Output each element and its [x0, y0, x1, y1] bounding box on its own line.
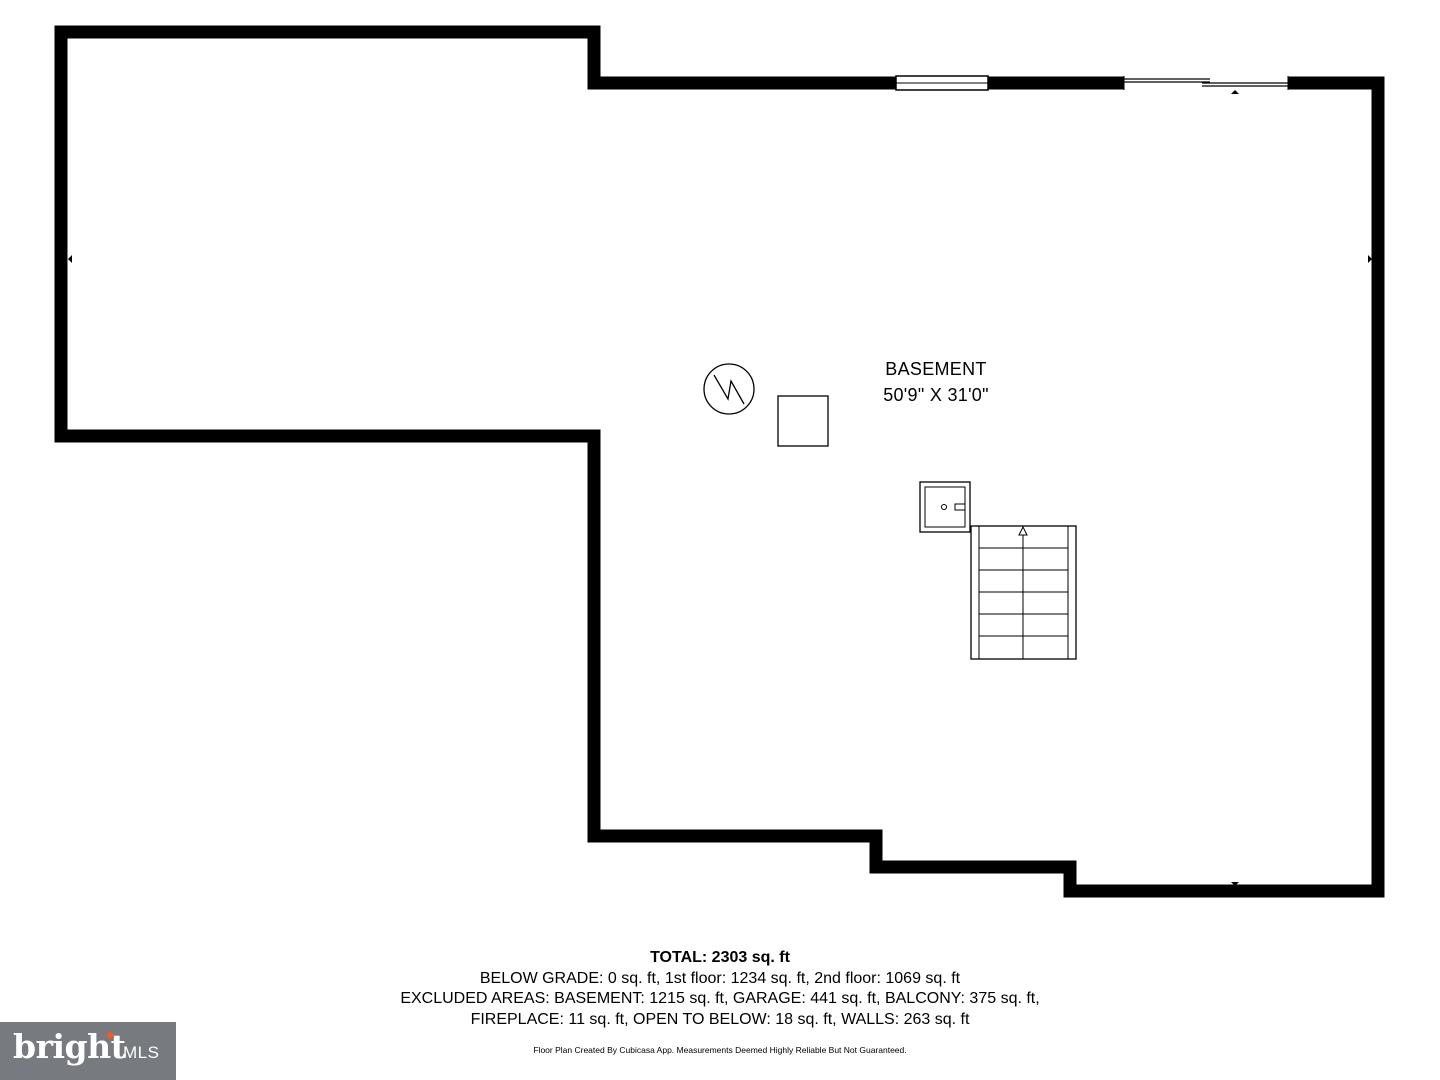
exterior-wall: [54, 25, 1385, 898]
room-name: BASEMENT: [885, 359, 987, 379]
bright-mls-logo: bright MLS: [0, 1022, 176, 1080]
dimension-marker: [68, 255, 72, 263]
floor-plan: [54, 25, 1385, 898]
window: [895, 75, 989, 91]
other-areas: FIREPLACE: 11 sq. ft, OPEN TO BELOW: 18 …: [470, 1011, 970, 1028]
credit-text: Floor Plan Created By Cubicasa App. Meas…: [533, 1045, 907, 1055]
furnace-box: [777, 395, 829, 447]
utility-sink-icon: [919, 481, 971, 533]
total-area: TOTAL: 2303 sq. ft: [650, 949, 790, 966]
dimension-marker: [1231, 882, 1239, 886]
stair-direction-arrow-icon: [1018, 525, 1028, 536]
room-dimensions: 50'9" X 31'0": [883, 385, 989, 405]
dimension-marker: [1231, 90, 1239, 94]
dimension-marker: [1368, 255, 1372, 263]
below-grade-area: BELOW GRADE: 0 sq. ft, 1st floor: 1234 s…: [479, 970, 961, 987]
water-heater-icon: [703, 363, 755, 415]
sliding-door: [1123, 76, 1289, 90]
staircase: [970, 525, 1077, 660]
logo-suffix: MLS: [123, 1043, 160, 1062]
excluded-areas: EXCLUDED AREAS: BASEMENT: 1215 sq. ft, G…: [400, 990, 1040, 1007]
